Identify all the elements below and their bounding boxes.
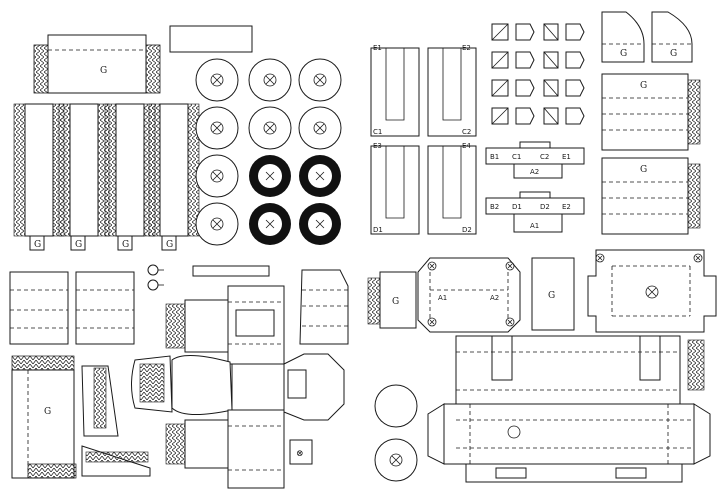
part-label: C2	[462, 128, 471, 136]
ramp-teeth	[93, 367, 107, 429]
part-label: E1	[373, 44, 382, 52]
wheel-disc	[298, 58, 342, 102]
toothed-strip-1: G	[13, 103, 65, 251]
wheel-disc	[298, 106, 342, 150]
part-label: E3	[373, 142, 382, 150]
part-label: C1	[512, 153, 521, 161]
wheel-disc	[195, 58, 239, 102]
small-tile-grid	[491, 23, 585, 125]
tyre-ring	[249, 155, 291, 197]
glue-mark: G	[75, 240, 82, 250]
u-frame: E1 C1	[370, 44, 420, 137]
small-knobs	[147, 264, 164, 291]
glue-mark: G	[100, 66, 107, 76]
tyre-ring	[299, 155, 341, 197]
chassis-net: ⊗	[131, 269, 349, 489]
ramp-teeth-lower	[85, 451, 149, 463]
hole-mark: ⊗	[296, 449, 304, 459]
wheel-disc-plain	[374, 384, 418, 428]
part-label: C1	[373, 128, 382, 136]
part-label: E1	[562, 153, 571, 161]
bottom-left-box-piece: G	[11, 355, 77, 479]
part-label: D1	[512, 203, 522, 211]
part-label: A2	[530, 168, 539, 176]
part-label: C2	[540, 153, 549, 161]
glue-mark: G	[392, 297, 399, 307]
toothed-strip-3: G	[104, 103, 156, 251]
box-net-center: A1 A2	[417, 257, 521, 333]
wheel-disc-marked	[374, 438, 418, 482]
side-panel-right	[75, 271, 135, 345]
glue-mark: G	[640, 165, 647, 175]
top-left-box-piece: G	[33, 34, 161, 94]
wheel-disc	[195, 202, 239, 246]
u-frame-group: E1 C1 E2 C2 E3 D1 E4 D2	[370, 44, 477, 235]
toothed-panel-upper: G	[601, 73, 701, 151]
toothed-strip-group: G G G G	[13, 103, 200, 251]
part-label: A2	[490, 294, 499, 302]
glue-mark: G	[670, 49, 677, 59]
part-label: E2	[462, 44, 471, 52]
wheel-discs-grid	[195, 58, 342, 246]
part-label: B1	[490, 153, 499, 161]
glue-mark: G	[620, 49, 627, 59]
wheel-disc	[248, 106, 292, 150]
part-label: D2	[540, 203, 550, 211]
side-panel-left	[9, 271, 69, 345]
plain-box-panel: G	[531, 257, 575, 331]
u-frame: E3 D1	[370, 142, 420, 235]
part-label: B2	[490, 203, 499, 211]
wheel-disc	[195, 106, 239, 150]
tyre-ring	[249, 203, 291, 245]
fender-right: G	[651, 11, 693, 63]
glue-mark: G	[44, 407, 51, 417]
box-net-right	[587, 249, 717, 333]
glue-mark: G	[34, 240, 41, 250]
tyre-ring	[299, 203, 341, 245]
fender-left: G	[601, 11, 645, 63]
part-label: E2	[562, 203, 571, 211]
labelled-strip-upper: B1 C1 C2 E1 A2	[485, 141, 585, 179]
u-frame: E2 C2	[427, 44, 477, 137]
glue-mark: G	[122, 240, 129, 250]
small-toothed-box: G	[367, 271, 417, 329]
glue-mark: G	[548, 291, 555, 301]
body-net-large	[427, 335, 711, 483]
toothed-strip-2: G	[58, 103, 110, 251]
part-label: D1	[373, 226, 383, 234]
glue-mark: G	[166, 240, 173, 250]
part-label: A1	[530, 222, 539, 230]
part-label: A1	[438, 294, 447, 302]
top-strip-piece	[169, 25, 253, 53]
toothed-panel-lower: G	[601, 157, 701, 235]
part-label: D2	[462, 226, 472, 234]
wheel-disc	[195, 154, 239, 198]
wheel-disc	[248, 58, 292, 102]
glue-mark: G	[640, 81, 647, 91]
axle-strip	[192, 265, 270, 277]
toothed-strip-4: G	[148, 103, 200, 251]
u-frame: E4 D2	[427, 142, 477, 235]
labelled-strip-lower: B2 D1 D2 E2 A1	[485, 191, 585, 233]
part-label: E4	[462, 142, 471, 150]
